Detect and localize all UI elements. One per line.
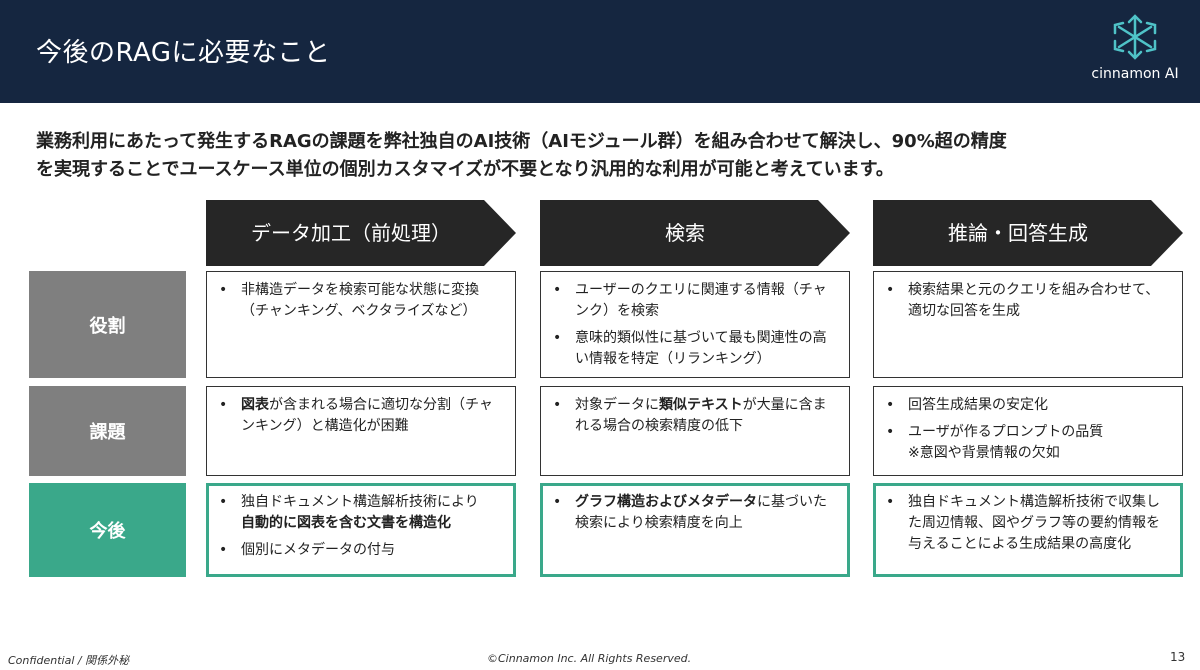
- bullet-text: に基づいた検索により検索精度を向上: [575, 494, 827, 531]
- bullet-text: が含まれる場合に適切な分割（チャンキング）と構造化が困難: [241, 397, 493, 434]
- column-header-label: 検索: [665, 221, 705, 245]
- bullet-text: ユーザが作るプロンプトの品質: [908, 424, 1104, 440]
- cell-issue-generation: 回答生成結果の安定化 ユーザが作るプロンプトの品質 ※意図や背景情報の欠如: [873, 386, 1183, 476]
- cell-role-search: ユーザーのクエリに関連する情報（チャンク）を検索 意味的類似性に基づいて最も関連…: [540, 271, 850, 378]
- page-number: 13: [1170, 650, 1186, 664]
- intro-line-2: を実現することでユースケース単位の個別カスタマイズが不要となり汎用的な利用が可能…: [36, 159, 894, 180]
- chevron-shape: [873, 200, 1183, 266]
- row-label-future: 今後: [29, 483, 186, 577]
- bullet-item: 非構造データを検索可能な状態に変換（チャンキング、ベクタライズなど）: [219, 280, 505, 322]
- bold-text: 自動的に図表を含む文書を構造化: [241, 515, 451, 531]
- cell-issue-preprocessing: 図表が含まれる場合に適切な分割（チャンキング）と構造化が困難: [206, 386, 516, 476]
- bullet-text: が大量に含まれる場合の検索精度の低下: [575, 397, 827, 434]
- logo-text: cinnamon AI: [1091, 66, 1179, 82]
- bullet-item: 意味的類似性に基づいて最も関連性の高い情報を特定（リランキング）: [553, 328, 839, 370]
- bullet-item: グラフ構造およびメタデータに基づいた検索により検索精度を向上: [553, 492, 839, 534]
- chevron-shape: [540, 200, 850, 266]
- bullet-item: ユーザが作るプロンプトの品質 ※意図や背景情報の欠如: [886, 422, 1172, 464]
- cell-future-search: グラフ構造およびメタデータに基づいた検索により検索精度を向上: [540, 483, 850, 577]
- bold-text: グラフ構造およびメタデータ: [575, 494, 757, 510]
- cell-issue-search: 対象データに類似テキストが大量に含まれる場合の検索精度の低下: [540, 386, 850, 476]
- cell-future-generation: 独自ドキュメント構造解析技術で収集した周辺情報、図やグラフ等の要約情報を与えるこ…: [873, 483, 1183, 577]
- bullet-item: ユーザーのクエリに関連する情報（チャンク）を検索: [553, 280, 839, 322]
- snowflake-icon: [1113, 14, 1157, 60]
- bold-text: 類似テキスト: [659, 397, 743, 413]
- bullet-item: 個別にメタデータの付与: [219, 540, 505, 561]
- chevron-shape: [206, 200, 516, 266]
- bullet-item: 図表が含まれる場合に適切な分割（チャンキング）と構造化が困難: [219, 395, 505, 437]
- confidential-label: Confidential / 関係外秘: [8, 654, 130, 667]
- column-header-preprocessing: データ加工（前処理）: [206, 200, 516, 266]
- cell-role-preprocessing: 非構造データを検索可能な状態に変換（チャンキング、ベクタライズなど）: [206, 271, 516, 378]
- column-header-search: 検索: [540, 200, 850, 266]
- bold-text: 図表: [241, 397, 269, 413]
- column-header-generation: 推論・回答生成: [873, 200, 1183, 266]
- logo: cinnamon AI: [1080, 12, 1190, 92]
- row-label-role: 役割: [29, 271, 186, 378]
- page-title: 今後のRAGに必要なこと: [36, 38, 331, 68]
- row-label-issue: 課題: [29, 386, 186, 476]
- bullet-item: 対象データに類似テキストが大量に含まれる場合の検索精度の低下: [553, 395, 839, 437]
- bullet-text: 対象データに: [575, 397, 659, 413]
- bullet-item: 回答生成結果の安定化: [886, 395, 1172, 416]
- intro-line-1: 業務利用にあたって発生するRAGの課題を弊社独自のAI技術（AIモジュール群）を…: [36, 131, 1007, 152]
- intro-text: 業務利用にあたって発生するRAGの課題を弊社独自のAI技術（AIモジュール群）を…: [36, 128, 1166, 184]
- column-header-label: 推論・回答生成: [948, 221, 1088, 245]
- bullet-item: 検索結果と元のクエリを組み合わせて、適切な回答を生成: [886, 280, 1172, 322]
- note-text: ※意図や背景情報の欠如: [908, 445, 1060, 461]
- bullet-text: 独自ドキュメント構造解析技術により: [241, 494, 479, 510]
- column-header-label: データ加工（前処理）: [251, 221, 451, 245]
- cell-role-generation: 検索結果と元のクエリを組み合わせて、適切な回答を生成: [873, 271, 1183, 378]
- bullet-item: 独自ドキュメント構造解析技術で収集した周辺情報、図やグラフ等の要約情報を与えるこ…: [886, 492, 1172, 555]
- copyright-text: ©Cinnamon Inc. All Rights Reserved.: [487, 652, 692, 665]
- header-bar: 今後のRAGに必要なこと cinnamon AI: [0, 0, 1200, 103]
